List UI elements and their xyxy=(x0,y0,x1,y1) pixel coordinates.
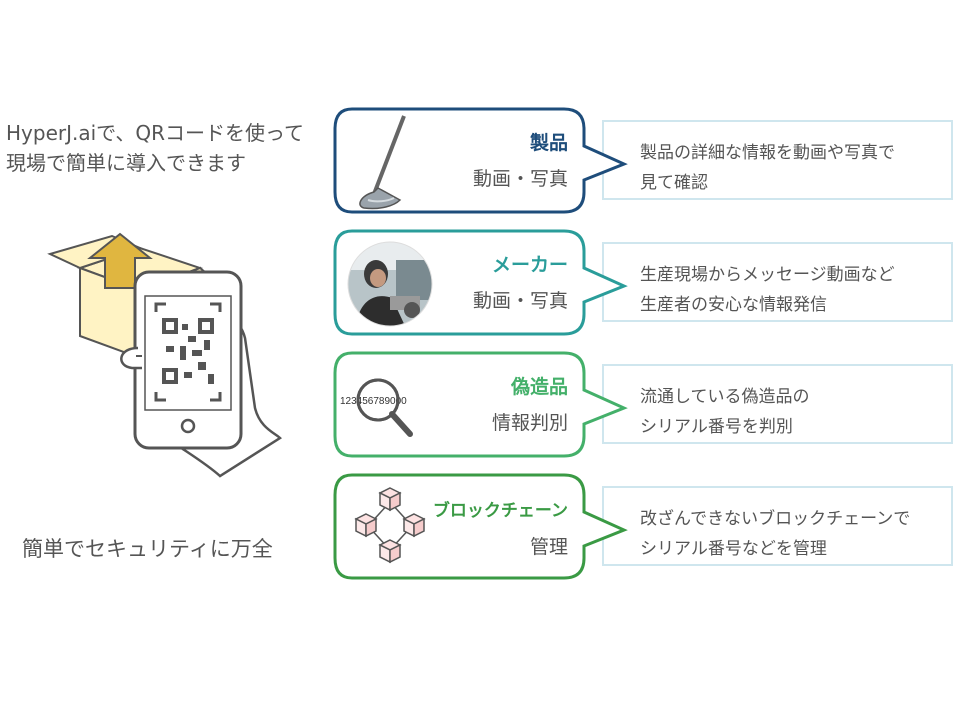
feature-label: ブロックチェーン管理 xyxy=(433,498,568,560)
feature-row: 生産現場からメッセージ動画など生産者の安心な情報発信 メーカー動画・写真 xyxy=(332,228,956,338)
worker-photo-icon xyxy=(346,240,434,332)
feature-title: ブロックチェーン xyxy=(432,501,568,521)
feature-row: 改ざんできないブロックチェーンでシリアル番号などを管理 ブロックチェーン管理 xyxy=(332,472,956,582)
feature-description-line: シリアル番号などを管理 xyxy=(640,539,827,559)
feature-row: 製品の詳細な情報を動画や写真で見て確認 製品動画・写真 xyxy=(332,106,956,216)
intro-line-2: 現場で簡単に導入できます xyxy=(6,151,246,175)
feature-description: 流通している偽造品のシリアル番号を判別 xyxy=(640,382,810,442)
feature-subtitle: 管理 xyxy=(529,536,568,558)
feature-bubble xyxy=(333,107,628,214)
feature-description: 改ざんできないブロックチェーンでシリアル番号などを管理 xyxy=(640,504,910,564)
feature-description-line: 見て確認 xyxy=(640,173,708,193)
feature-description-box: 流通している偽造品のシリアル番号を判別 xyxy=(602,364,953,444)
feature-subtitle: 動画・写真 xyxy=(472,290,568,312)
feature-description-line: シリアル番号を判別 xyxy=(640,417,793,437)
feature-description: 製品の詳細な情報を動画や写真で見て確認 xyxy=(640,138,895,198)
feature-description-box: 製品の詳細な情報を動画や写真で見て確認 xyxy=(602,120,953,200)
feature-description-box: 改ざんできないブロックチェーンでシリアル番号などを管理 xyxy=(602,486,953,566)
feature-label: 製品動画・写真 xyxy=(473,130,568,192)
blockchain-cubes-icon xyxy=(348,486,432,574)
feature-description-box: 生産現場からメッセージ動画など生産者の安心な情報発信 xyxy=(602,242,953,322)
feature-title: メーカー xyxy=(491,254,568,276)
feature-description-line: 生産者の安心な情報発信 xyxy=(640,295,827,315)
magnifier-serial-icon: 123456789000 xyxy=(340,370,436,444)
feature-description-line: 流通している偽造品の xyxy=(640,387,810,407)
serial-number-text: 123456789000 xyxy=(340,396,407,407)
feature-description: 生産現場からメッセージ動画など生産者の安心な情報発信 xyxy=(640,260,895,320)
golf-club-icon xyxy=(354,114,424,214)
feature-title: 製品 xyxy=(529,132,568,154)
feature-description-line: 生産現場からメッセージ動画など xyxy=(640,265,895,285)
feature-label: メーカー動画・写真 xyxy=(473,252,568,314)
up-arrow-icon xyxy=(87,232,153,289)
tagline: 簡単でセキュリティに万全 xyxy=(22,537,273,561)
qr-code-icon xyxy=(154,302,222,402)
feature-row: 流通している偽造品のシリアル番号を判別 123456789000 偽造品情報判別 xyxy=(332,350,956,460)
feature-subtitle: 動画・写真 xyxy=(472,168,568,190)
feature-description-line: 改ざんできないブロックチェーンで xyxy=(640,509,911,529)
qr-phone-illustration xyxy=(47,232,282,478)
feature-subtitle: 情報判別 xyxy=(491,412,568,434)
feature-bubble xyxy=(333,473,628,580)
intro-text: HyperJ.aiで、QRコードを使って 現場で簡単に導入できます xyxy=(6,118,304,178)
feature-description-line: 製品の詳細な情報を動画や写真で xyxy=(640,143,895,163)
intro-line-1: HyperJ.aiで、QRコードを使って xyxy=(6,121,305,145)
feature-label: 偽造品情報判別 xyxy=(492,374,568,436)
feature-title: 偽造品 xyxy=(510,376,568,398)
